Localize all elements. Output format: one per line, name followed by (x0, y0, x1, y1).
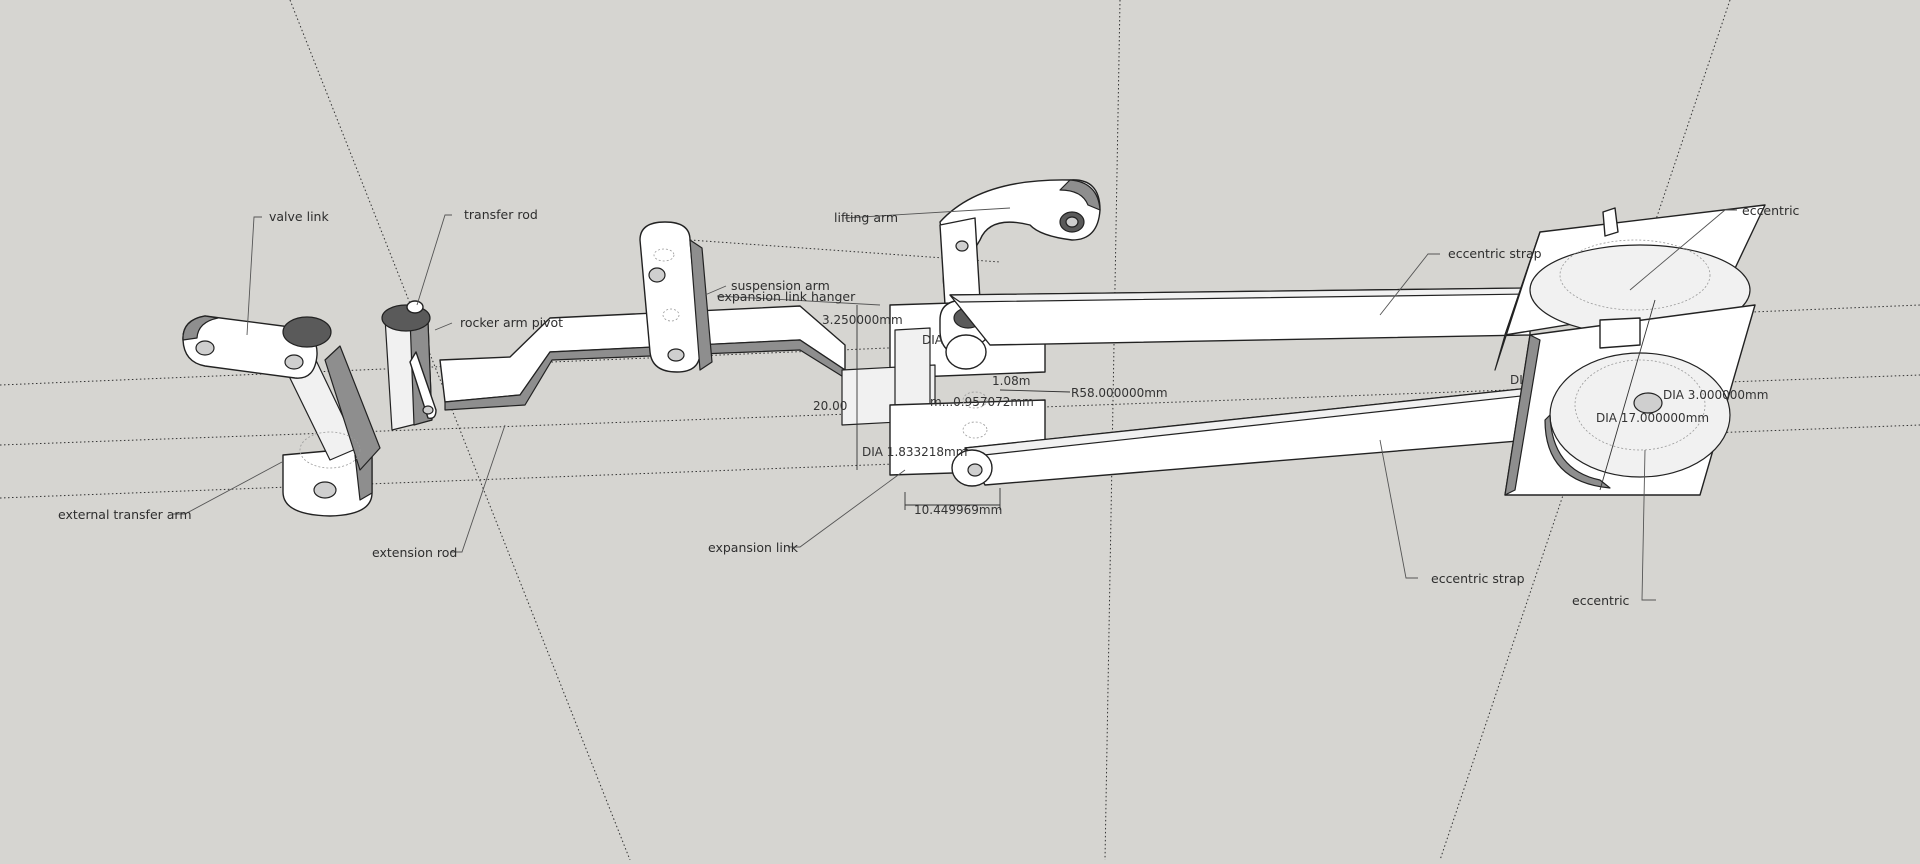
dim-dia-1-833: DIA 1.833218mm (862, 445, 967, 459)
label-transfer-rod: transfer rod (464, 207, 538, 222)
label-rocker-arm-pivot: rocker arm pivot (460, 315, 563, 330)
label-external-transfer-arm: external transfer arm (58, 507, 192, 522)
leader-lines (172, 207, 1737, 601)
lifting-arm-part[interactable] (939, 179, 1101, 306)
part-labels: valve link transfer rod rocker arm pivot… (58, 203, 1800, 608)
label-eccentric-bottom: eccentric (1572, 593, 1630, 608)
label-expansion-link: expansion link (708, 540, 799, 555)
dim-dia-17: DIA 17.000000mm (1596, 411, 1709, 425)
label-eccentric-strap-top: eccentric strap (1448, 246, 1542, 261)
label-suspension-arm: suspension arm (731, 278, 830, 293)
dimension-labels: 3.250000mm DIA 1.08m R58.000000mm 20.00 … (813, 313, 1768, 517)
label-eccentric-strap-bottom: eccentric strap (1431, 571, 1525, 586)
dim-10-449: 10.449969mm (914, 503, 1002, 517)
dim-r58: R58.000000mm (1071, 386, 1168, 400)
dim-dia-top: DIA (922, 333, 944, 347)
dimension-lines (856, 299, 1656, 510)
valve-link-part[interactable] (182, 315, 361, 469)
extension-rod-part[interactable] (439, 305, 846, 411)
transfer-rod-part[interactable] (381, 300, 437, 431)
eccentric-strap-top-part[interactable] (945, 287, 1531, 370)
dim-di: DI (1510, 373, 1523, 387)
dim-dia-3: DIA 3.000000mm (1663, 388, 1768, 402)
label-eccentric-top: eccentric (1742, 203, 1800, 218)
dim-1-08: 1.08m (992, 374, 1030, 388)
label-expansion-link-hanger: expansion link hanger (717, 289, 856, 304)
dim-0-957: m...0.957072mm (930, 395, 1034, 409)
suspension-arm-part[interactable] (639, 221, 713, 373)
dim-20: 20.00 (813, 399, 847, 413)
eccentric-lower-part[interactable] (1504, 304, 1756, 496)
label-lifting-arm: lifting arm (834, 210, 898, 225)
label-valve-link: valve link (269, 209, 329, 224)
label-extension-rod: extension rod (372, 545, 457, 560)
dim-3-25: 3.250000mm (822, 313, 903, 327)
